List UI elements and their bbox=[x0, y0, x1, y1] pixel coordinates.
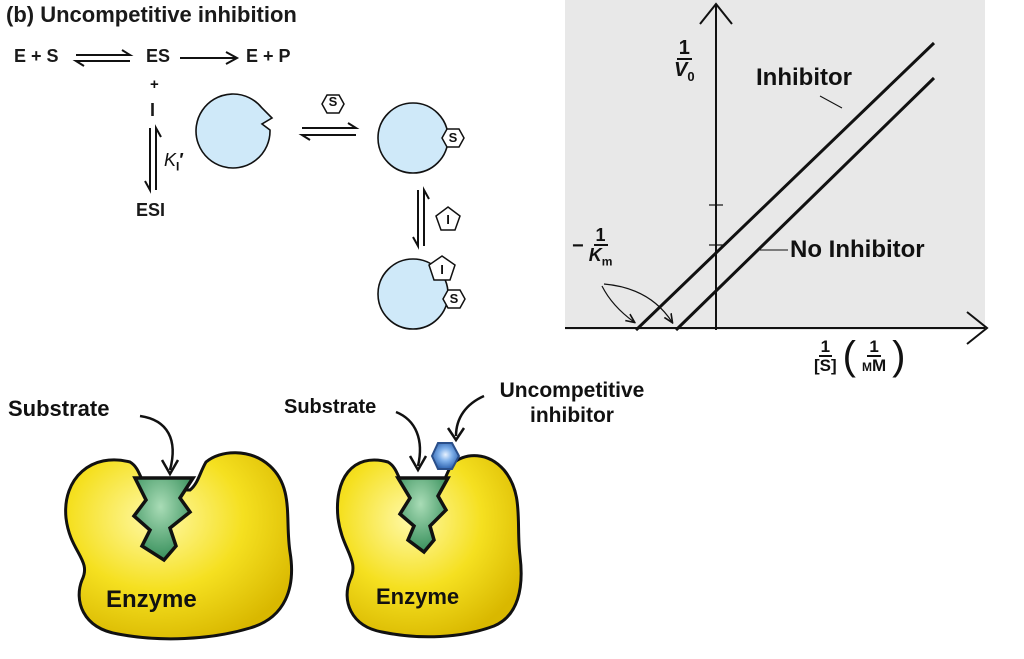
uncompetitive-inhibitor-token bbox=[430, 442, 461, 470]
y-axis-label: 1 V0 bbox=[672, 38, 697, 83]
label-no-inhibitor: No Inhibitor bbox=[790, 236, 925, 263]
label-substrate-right: Substrate bbox=[284, 396, 377, 418]
intercept-k: K bbox=[588, 245, 602, 265]
x-axis-numerator: 1 bbox=[818, 337, 833, 357]
equilibrium-arrow-esi bbox=[144, 124, 162, 194]
reaction-e-plus-p: E + P bbox=[246, 46, 291, 66]
label-enzyme-right: Enzyme bbox=[376, 584, 460, 609]
reaction-es: ES bbox=[146, 46, 171, 66]
plot-background bbox=[565, 0, 985, 330]
equilibrium-arrow-es bbox=[72, 49, 134, 67]
reaction-esi: ESI bbox=[136, 200, 166, 220]
substrate-token-floating-label: S bbox=[328, 94, 338, 109]
y-axis-sub: 0 bbox=[687, 69, 695, 84]
reaction-e-plus-s: E + S bbox=[14, 46, 59, 66]
intercept-sign: − bbox=[572, 235, 584, 258]
substrate-token-bound-label: S bbox=[448, 130, 458, 145]
substrate-left bbox=[131, 476, 197, 563]
label-uncompetitive-line2: inhibitor bbox=[530, 404, 614, 428]
panel-title: (b) Uncompetitive inhibition bbox=[6, 2, 297, 27]
intercept-sub: m bbox=[601, 254, 613, 269]
ki-symbol: K bbox=[164, 150, 177, 170]
x-unit-fraction: 1 mM bbox=[860, 338, 888, 374]
equilibrium-arrow-inhibitor bbox=[412, 186, 430, 250]
inhibitor-token-floating-label: I bbox=[446, 212, 450, 227]
y-axis-denominator: V0 bbox=[672, 60, 697, 83]
x-axis-fraction: 1 [S] bbox=[812, 338, 839, 374]
esi-cartoon bbox=[377, 255, 466, 330]
enzyme-substrate-cartoon bbox=[377, 102, 465, 174]
substrate-right-pointer-head bbox=[408, 455, 428, 473]
enzyme-cartoon-free bbox=[195, 93, 274, 169]
forward-arrow-product bbox=[180, 51, 240, 65]
intercept-label: − 1 Km bbox=[572, 226, 614, 268]
x-unit-close-paren: ) bbox=[892, 334, 906, 378]
substrate-right bbox=[394, 476, 451, 555]
enzyme-left bbox=[64, 451, 294, 641]
y-axis-numerator: 1 bbox=[676, 37, 692, 60]
ki-prime: ′ bbox=[179, 150, 184, 170]
plot-tick-marks bbox=[709, 204, 723, 246]
label-inhibitor: Inhibitor bbox=[756, 64, 852, 91]
substrate-token-floating bbox=[321, 94, 345, 114]
reaction-plus: + bbox=[150, 76, 159, 93]
substrate-left-pointer-head bbox=[160, 459, 180, 477]
x-unit-open-paren: ( bbox=[842, 334, 856, 378]
inhibitor-pointer-head bbox=[446, 427, 466, 443]
y-axis-v: V bbox=[674, 59, 688, 81]
label-leaders bbox=[760, 95, 843, 251]
line-inhibitor bbox=[634, 41, 936, 332]
intercept-numerator: 1 bbox=[593, 225, 608, 246]
substrate-left-pointer bbox=[139, 414, 174, 471]
substrate-token-esi-label: S bbox=[449, 291, 459, 306]
inhibitor-token-floating bbox=[435, 206, 461, 231]
reaction-inhibitor: I bbox=[150, 100, 156, 120]
label-uncompetitive-line1: Uncompetitive bbox=[499, 379, 645, 402]
label-uncompetitive-inhibitor: Uncompetitive inhibitor bbox=[484, 378, 660, 428]
plot-axes bbox=[565, 2, 989, 345]
label-enzyme-left: Enzyme bbox=[106, 586, 197, 613]
label-substrate-left: Substrate bbox=[8, 396, 110, 421]
enzyme-right bbox=[335, 442, 523, 639]
equilibrium-arrow-binding bbox=[298, 122, 360, 141]
ki-subscript: I bbox=[176, 159, 180, 174]
inhibitor-pointer bbox=[454, 394, 485, 437]
intercept-denominator: Km bbox=[587, 246, 615, 268]
x-unit-numerator: 1 bbox=[867, 337, 881, 357]
x-axis-denominator: [S] bbox=[814, 356, 837, 375]
intercept-arrows bbox=[601, 283, 672, 322]
x-axis-label: 1 [S] ( 1 mM ) bbox=[812, 336, 906, 376]
intercept-fraction: 1 Km bbox=[587, 226, 615, 268]
line-no-inhibitor bbox=[674, 76, 936, 332]
ki-label: KI′ bbox=[164, 150, 184, 174]
inhibitor-token-bound-label: I bbox=[440, 262, 444, 277]
substrate-right-pointer bbox=[395, 410, 422, 467]
x-unit-denominator: mM bbox=[862, 356, 887, 375]
